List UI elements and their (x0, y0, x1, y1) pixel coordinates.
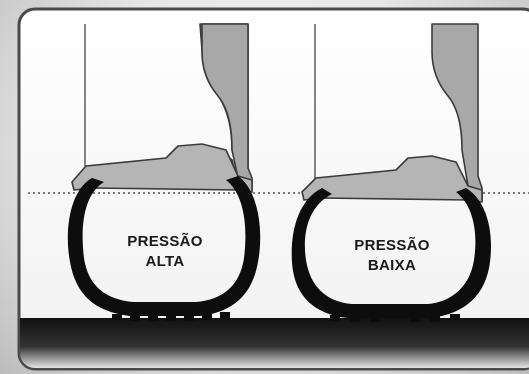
wheel-low-pressure: PRESSÃO BAIXA (291, 23, 491, 322)
label-low-line1: PRESSÃO (354, 236, 429, 254)
label-high-line1: PRESSÃO (127, 232, 202, 250)
tire-high-pressure (67, 176, 261, 316)
label-low-line2: BAIXA (368, 257, 416, 274)
road-surface (20, 318, 529, 368)
diagram-frame (17, 7, 529, 371)
label-high-line2: ALTA (146, 253, 185, 270)
tire-low-pressure (291, 188, 491, 318)
wheel-high-pressure: PRESSÃO ALTA (67, 23, 261, 321)
